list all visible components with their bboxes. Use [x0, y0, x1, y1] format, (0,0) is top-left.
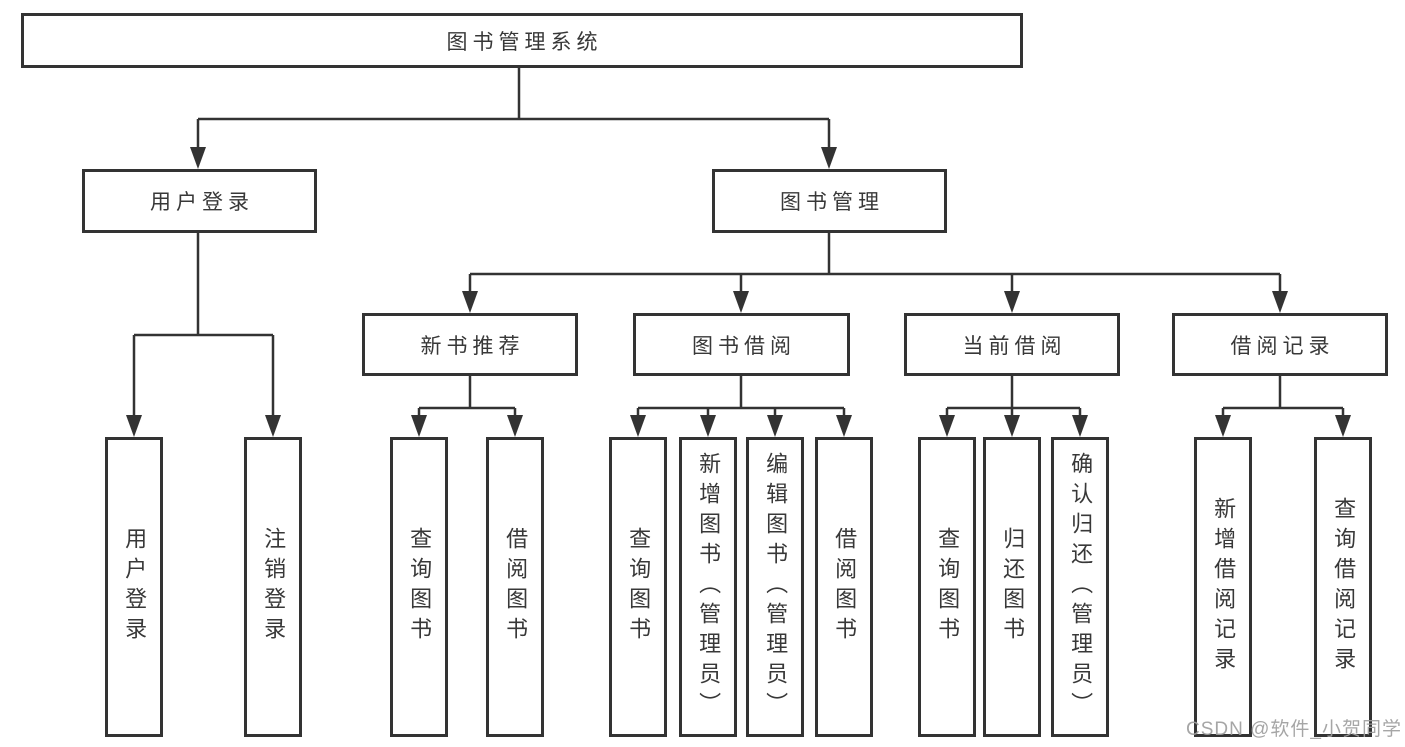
- leaf-return-books: 归还图书: [983, 437, 1041, 737]
- connector-current-borrow: [947, 376, 1080, 410]
- node-label: 借阅记录: [1230, 334, 1335, 358]
- node-library-management-system: 图书管理系统: [21, 13, 1023, 68]
- node-label: 图书借阅: [692, 334, 796, 358]
- leaf-user-login: 用户登录: [105, 437, 163, 737]
- node-label: 图书管理系统: [446, 30, 603, 54]
- node-label: 查询借阅记录: [1331, 497, 1357, 677]
- arrowheads: [126, 147, 1351, 437]
- node-book-management: 图书管理: [712, 169, 947, 233]
- node-label: 编辑图书（管理员）: [763, 452, 789, 722]
- node-label: 查询图书: [935, 527, 961, 647]
- connector-borrow-records: [1223, 376, 1343, 410]
- node-label: 借阅图书: [832, 527, 858, 647]
- node-label: 用户登录: [150, 191, 254, 214]
- leaf-logout: 注销登录: [244, 437, 302, 737]
- node-label: 新增图书（管理员）: [696, 452, 722, 722]
- node-label: 注销登录: [261, 527, 287, 647]
- connector-book-management: [470, 233, 1280, 276]
- connector-user-login: [134, 233, 273, 337]
- node-label: 查询图书: [626, 527, 652, 647]
- leaf-confirm-return-admin: 确认归还（管理员）: [1051, 437, 1109, 737]
- leaf-edit-book-admin: 编辑图书（管理员）: [746, 437, 804, 737]
- csdn-watermark: CSDN @软件_小贺同学: [1186, 719, 1402, 740]
- node-borrowing-records: 借阅记录: [1172, 313, 1388, 376]
- connector-book-borrow: [638, 376, 844, 410]
- leaf-borrow-books: 借阅图书: [815, 437, 873, 737]
- leaf-add-book-admin: 新增图书（管理员）: [679, 437, 737, 737]
- node-label: 图书管理: [780, 191, 884, 214]
- leaf-query-books-recommend: 查询图书: [390, 437, 448, 737]
- connector-root: [198, 66, 829, 121]
- leaf-add-borrow-record: 新增借阅记录: [1194, 437, 1252, 737]
- node-label: 新书推荐: [420, 334, 525, 358]
- node-label: 查询图书: [407, 527, 433, 647]
- node-new-book-recommendation: 新书推荐: [362, 313, 578, 376]
- node-user-login: 用户登录: [82, 169, 317, 233]
- connector-new-book: [419, 376, 515, 410]
- leaf-query-borrow-record: 查询借阅记录: [1314, 437, 1372, 737]
- node-label: 借阅图书: [503, 527, 529, 647]
- leaf-query-books-borrow: 查询图书: [609, 437, 667, 737]
- node-book-borrowing: 图书借阅: [633, 313, 850, 376]
- leaf-query-books-current: 查询图书: [918, 437, 976, 737]
- node-label: 确认归还（管理员）: [1068, 452, 1094, 722]
- node-current-borrowing: 当前借阅: [904, 313, 1120, 376]
- leaf-borrow-books-recommend: 借阅图书: [486, 437, 544, 737]
- node-label: 用户登录: [122, 527, 148, 647]
- node-label: 归还图书: [1000, 527, 1026, 647]
- node-label: 当前借阅: [962, 334, 1067, 358]
- node-label: 新增借阅记录: [1211, 497, 1237, 677]
